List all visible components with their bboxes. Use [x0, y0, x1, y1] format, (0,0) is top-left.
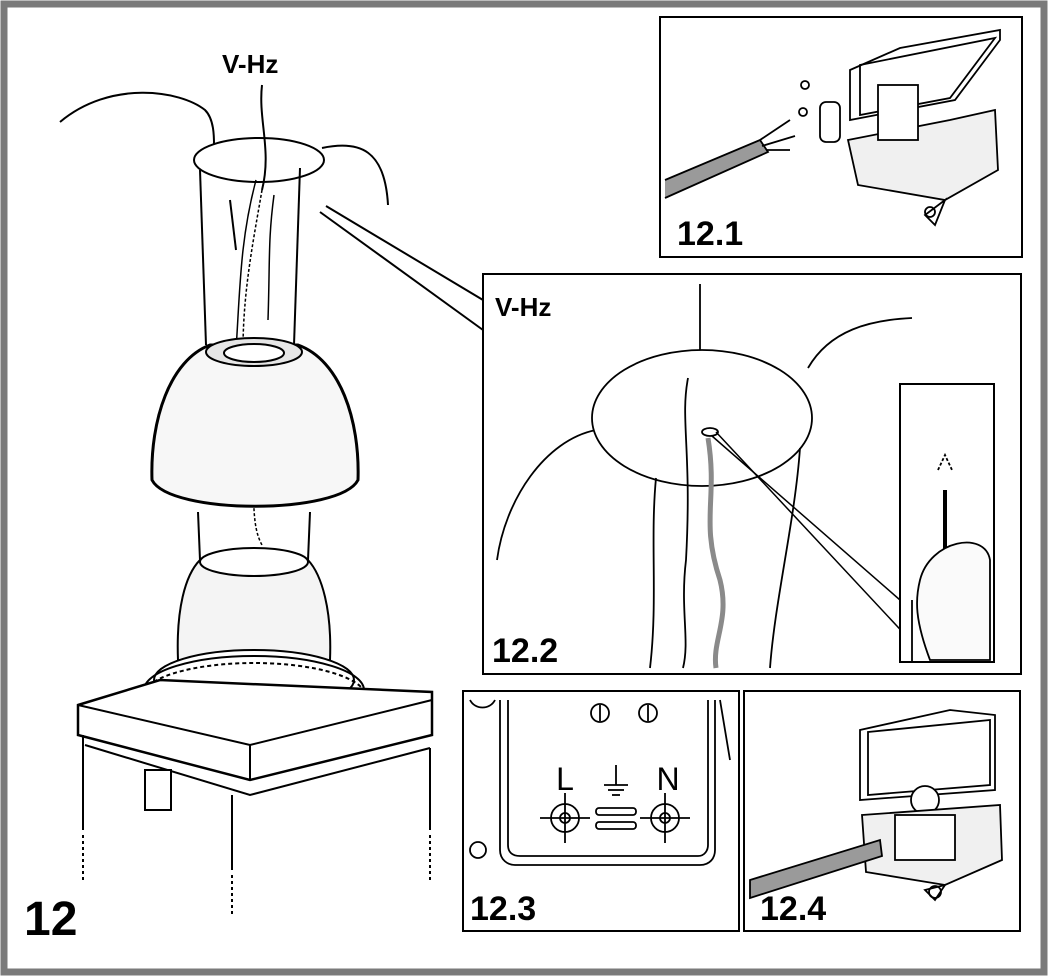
panel-12-3: L N 12.3 — [462, 690, 740, 932]
panel-label-12-1: 12.1 — [677, 215, 743, 253]
panel-label-12-4: 12.4 — [760, 890, 826, 928]
terminal-live — [540, 793, 590, 843]
main-illustration — [59, 84, 484, 915]
terminal-neutral-label: N — [656, 761, 679, 797]
junction-box-lid — [859, 709, 996, 801]
panel-12-4: 12.4 — [743, 690, 1021, 932]
ceiling-hole-closeup — [591, 349, 813, 487]
step-number: 12 — [24, 893, 77, 946]
panel-voltage-label: V-Hz — [495, 292, 551, 322]
panel-12-2: V-Hz 12.2 — [482, 273, 1022, 675]
lamp-shade — [150, 343, 360, 508]
panel-12-1: 12.1 — [659, 16, 1023, 258]
panel-label-12-2: 12.2 — [492, 632, 558, 670]
ceiling-hole — [193, 137, 325, 183]
terminal-neutral — [640, 793, 690, 843]
packaging-box-top — [76, 678, 434, 782]
panel-label-12-3: 12.3 — [470, 890, 536, 928]
earth-symbol — [604, 765, 628, 796]
junction-box — [846, 108, 999, 201]
main-voltage-label: V-Hz — [222, 49, 278, 79]
terminal-live-label: L — [556, 761, 574, 797]
